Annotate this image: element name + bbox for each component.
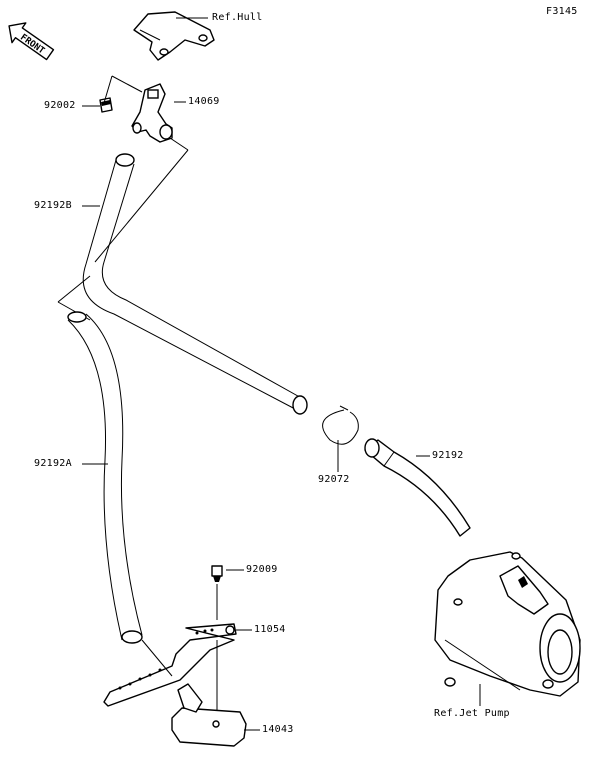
clamp-92072 bbox=[322, 405, 359, 445]
screw-92002 bbox=[99, 97, 113, 113]
label-ref-hull: Ref.Hull bbox=[212, 12, 263, 23]
hose-92192a bbox=[67, 311, 143, 644]
label-14069: 14069 bbox=[188, 96, 220, 107]
filter-14043 bbox=[171, 683, 247, 747]
jet-pump-housing bbox=[434, 551, 581, 697]
label-92009: 92009 bbox=[246, 564, 278, 575]
front-arrow-icon: FRONT bbox=[8, 22, 55, 61]
fitting-14069 bbox=[131, 83, 173, 143]
label-92192a: 92192A bbox=[34, 458, 72, 469]
label-11054: 11054 bbox=[254, 624, 286, 635]
hose-92192 bbox=[364, 438, 471, 537]
label-92072: 92072 bbox=[318, 474, 350, 485]
figure-code: F3145 bbox=[546, 6, 578, 17]
label-92192b: 92192B bbox=[34, 200, 72, 211]
hose-92192b bbox=[82, 153, 308, 415]
hull-bracket bbox=[133, 11, 215, 61]
label-92192: 92192 bbox=[432, 450, 464, 461]
label-14043: 14043 bbox=[262, 724, 294, 735]
label-ref-jet-pump: Ref.Jet Pump bbox=[434, 708, 510, 719]
bracket-11054 bbox=[103, 623, 237, 707]
label-92002: 92002 bbox=[44, 100, 76, 111]
screw-92009 bbox=[211, 565, 223, 582]
